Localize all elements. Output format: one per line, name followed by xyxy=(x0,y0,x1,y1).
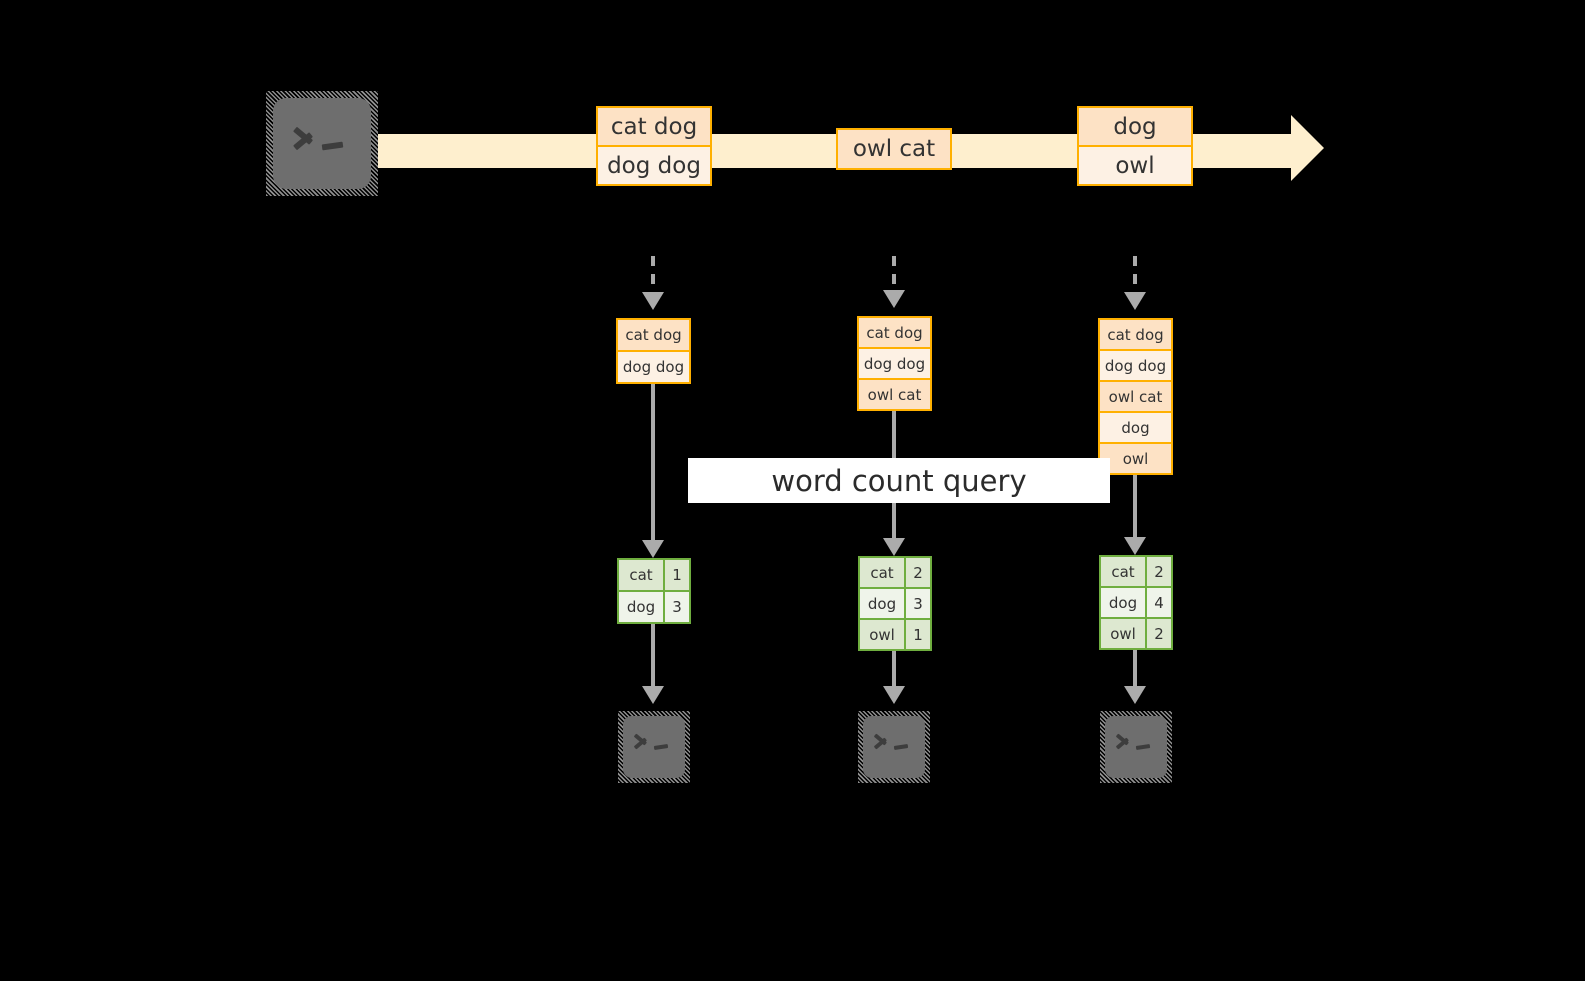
snapshot-input-row: owl xyxy=(1100,442,1171,473)
result-word: dog xyxy=(860,589,904,618)
result-count: 4 xyxy=(1145,588,1171,617)
snapshot-input-row: dog xyxy=(1100,411,1171,442)
snapshot-input-row: cat dog xyxy=(1100,320,1171,349)
snapshot-2-result-table[interactable]: cat 2 dog 3 owl 1 xyxy=(858,556,932,651)
result-row: owl 2 xyxy=(1101,617,1171,648)
stream-event-group-1[interactable]: cat dog dog dog xyxy=(596,106,712,186)
snapshot-2-output-arrowhead xyxy=(883,686,905,704)
result-count: 2 xyxy=(904,558,930,587)
result-count: 3 xyxy=(663,592,689,622)
result-row: dog 3 xyxy=(619,590,689,622)
snapshot-3-output-arrowhead xyxy=(1124,686,1146,704)
producer-terminal-icon[interactable] xyxy=(266,91,378,196)
snapshot-2-query-arrowhead xyxy=(883,538,905,556)
snapshot-input-row: dog dog xyxy=(859,347,930,378)
consumer-terminal-icon-2[interactable] xyxy=(858,711,930,783)
snapshot-input-row: owl cat xyxy=(1100,380,1171,411)
stream-to-snapshot-1-arrowhead xyxy=(642,292,664,310)
result-row: dog 3 xyxy=(860,587,930,618)
result-word: owl xyxy=(1101,619,1145,648)
result-row: cat 2 xyxy=(860,558,930,587)
prompt-cursor xyxy=(893,744,909,750)
stream-to-snapshot-2-line xyxy=(892,256,896,293)
terminal-screen xyxy=(1105,716,1167,778)
result-word: cat xyxy=(619,560,663,590)
snapshot-input-row: owl cat xyxy=(859,378,930,409)
snapshot-1-query-arrowhead xyxy=(642,540,664,558)
snapshot-input-row: cat dog xyxy=(618,320,689,350)
result-word: cat xyxy=(860,558,904,587)
terminal-screen xyxy=(623,716,685,778)
snapshot-1-query-line xyxy=(651,384,655,549)
stream-to-snapshot-3-line xyxy=(1133,256,1137,295)
stream-event-group-2[interactable]: owl cat xyxy=(836,128,952,170)
result-count: 1 xyxy=(663,560,689,590)
snapshot-3-output-line xyxy=(1133,650,1137,694)
result-count: 3 xyxy=(904,589,930,618)
snapshot-1-result-table[interactable]: cat 1 dog 3 xyxy=(617,558,691,624)
stream-event-line: owl xyxy=(1079,145,1191,184)
result-word: cat xyxy=(1101,557,1145,586)
result-word: owl xyxy=(860,620,904,649)
snapshot-2-input-table[interactable]: cat dog dog dog owl cat xyxy=(857,316,932,411)
word-count-query-label: word count query xyxy=(688,458,1110,503)
result-count: 2 xyxy=(1145,557,1171,586)
snapshot-1-output-arrowhead xyxy=(642,686,664,704)
snapshot-input-row: dog dog xyxy=(1100,349,1171,380)
result-row: dog 4 xyxy=(1101,586,1171,617)
consumer-terminal-icon-1[interactable] xyxy=(618,711,690,783)
prompt-cursor xyxy=(1135,744,1151,750)
event-stream-arrowhead xyxy=(1291,115,1324,181)
consumer-terminal-icon-3[interactable] xyxy=(1100,711,1172,783)
result-row: owl 1 xyxy=(860,618,930,649)
result-row: cat 1 xyxy=(619,560,689,590)
stream-to-snapshot-2-arrowhead xyxy=(883,290,905,308)
snapshot-3-query-arrowhead xyxy=(1124,537,1146,555)
stream-to-snapshot-1-line xyxy=(651,256,655,295)
result-row: cat 2 xyxy=(1101,557,1171,586)
result-word: dog xyxy=(1101,588,1145,617)
snapshot-input-row: dog dog xyxy=(618,350,689,382)
stream-event-line: owl cat xyxy=(838,130,950,168)
result-count: 2 xyxy=(1145,619,1171,648)
prompt-cursor xyxy=(321,141,344,151)
terminal-screen xyxy=(273,98,371,189)
result-count: 1 xyxy=(904,620,930,649)
stream-event-line: dog dog xyxy=(598,145,710,184)
snapshot-input-row: cat dog xyxy=(859,318,930,347)
terminal-screen xyxy=(863,716,925,778)
snapshot-3-query-line xyxy=(1133,475,1137,546)
snapshot-2-output-line xyxy=(892,651,896,694)
snapshot-1-output-line xyxy=(651,624,655,694)
stream-event-line: cat dog xyxy=(598,108,710,145)
snapshot-1-input-table[interactable]: cat dog dog dog xyxy=(616,318,691,384)
prompt-cursor xyxy=(653,744,669,750)
snapshot-3-input-table[interactable]: cat dog dog dog owl cat dog owl xyxy=(1098,318,1173,475)
stream-to-snapshot-3-arrowhead xyxy=(1124,292,1146,310)
result-word: dog xyxy=(619,592,663,622)
query-label-text: word count query xyxy=(771,463,1027,498)
stream-event-line: dog xyxy=(1079,108,1191,145)
stream-event-group-3[interactable]: dog owl xyxy=(1077,106,1193,186)
snapshot-3-result-table[interactable]: cat 2 dog 4 owl 2 xyxy=(1099,555,1173,650)
